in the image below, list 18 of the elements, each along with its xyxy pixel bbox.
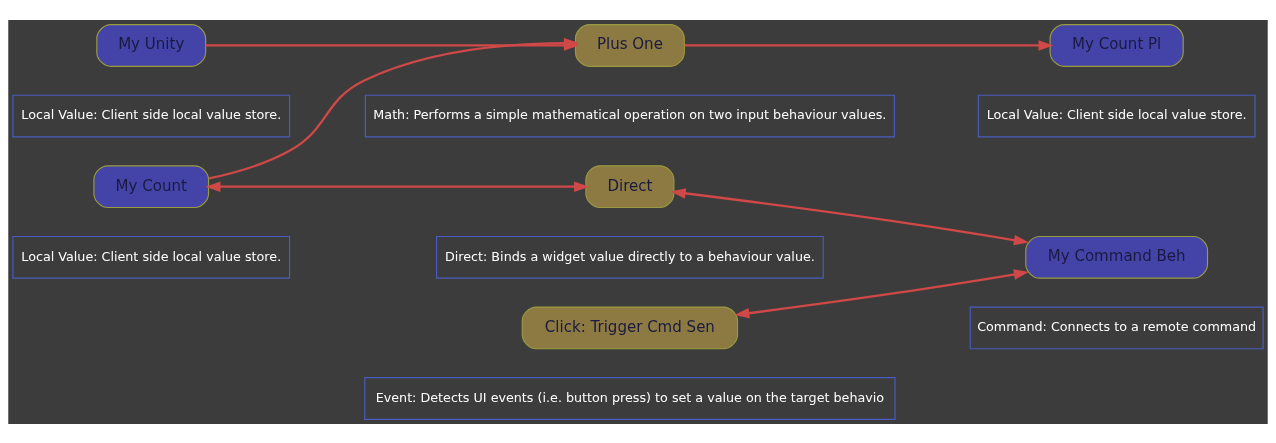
node-box: Plus One — [574, 23, 685, 67]
arrow — [684, 39, 1054, 51]
node-label: Direct: Binds a widget value directly to a behaviour value. — [444, 248, 815, 264]
node-box: My Count Pl — [1049, 23, 1184, 67]
node-box: Click: Trigger Cmd Sen — [521, 306, 739, 349]
node-label: Local Value: Client side local value store. — [986, 106, 1247, 122]
node-label: Event: Detects UI events (i.e. button press) to set a value on the target behavio — [375, 389, 885, 405]
node-box: Direct — [585, 164, 675, 208]
node-label: Local Value: Client side local value store. — [21, 248, 282, 264]
node-label: Math: Performs a simple mathematical operation on two input behaviour values. — [373, 106, 887, 122]
node-label: Local Value: Client side local value store. — [21, 106, 282, 122]
node-box: My Command Beh — [1025, 235, 1209, 279]
arrow — [670, 187, 1029, 245]
arrow — [205, 180, 590, 192]
arrow — [734, 268, 1029, 318]
node-label: Command: Connects to a remote command — [977, 318, 1257, 334]
node-box: My Unity — [96, 23, 207, 67]
node-box: My Count — [93, 164, 210, 208]
